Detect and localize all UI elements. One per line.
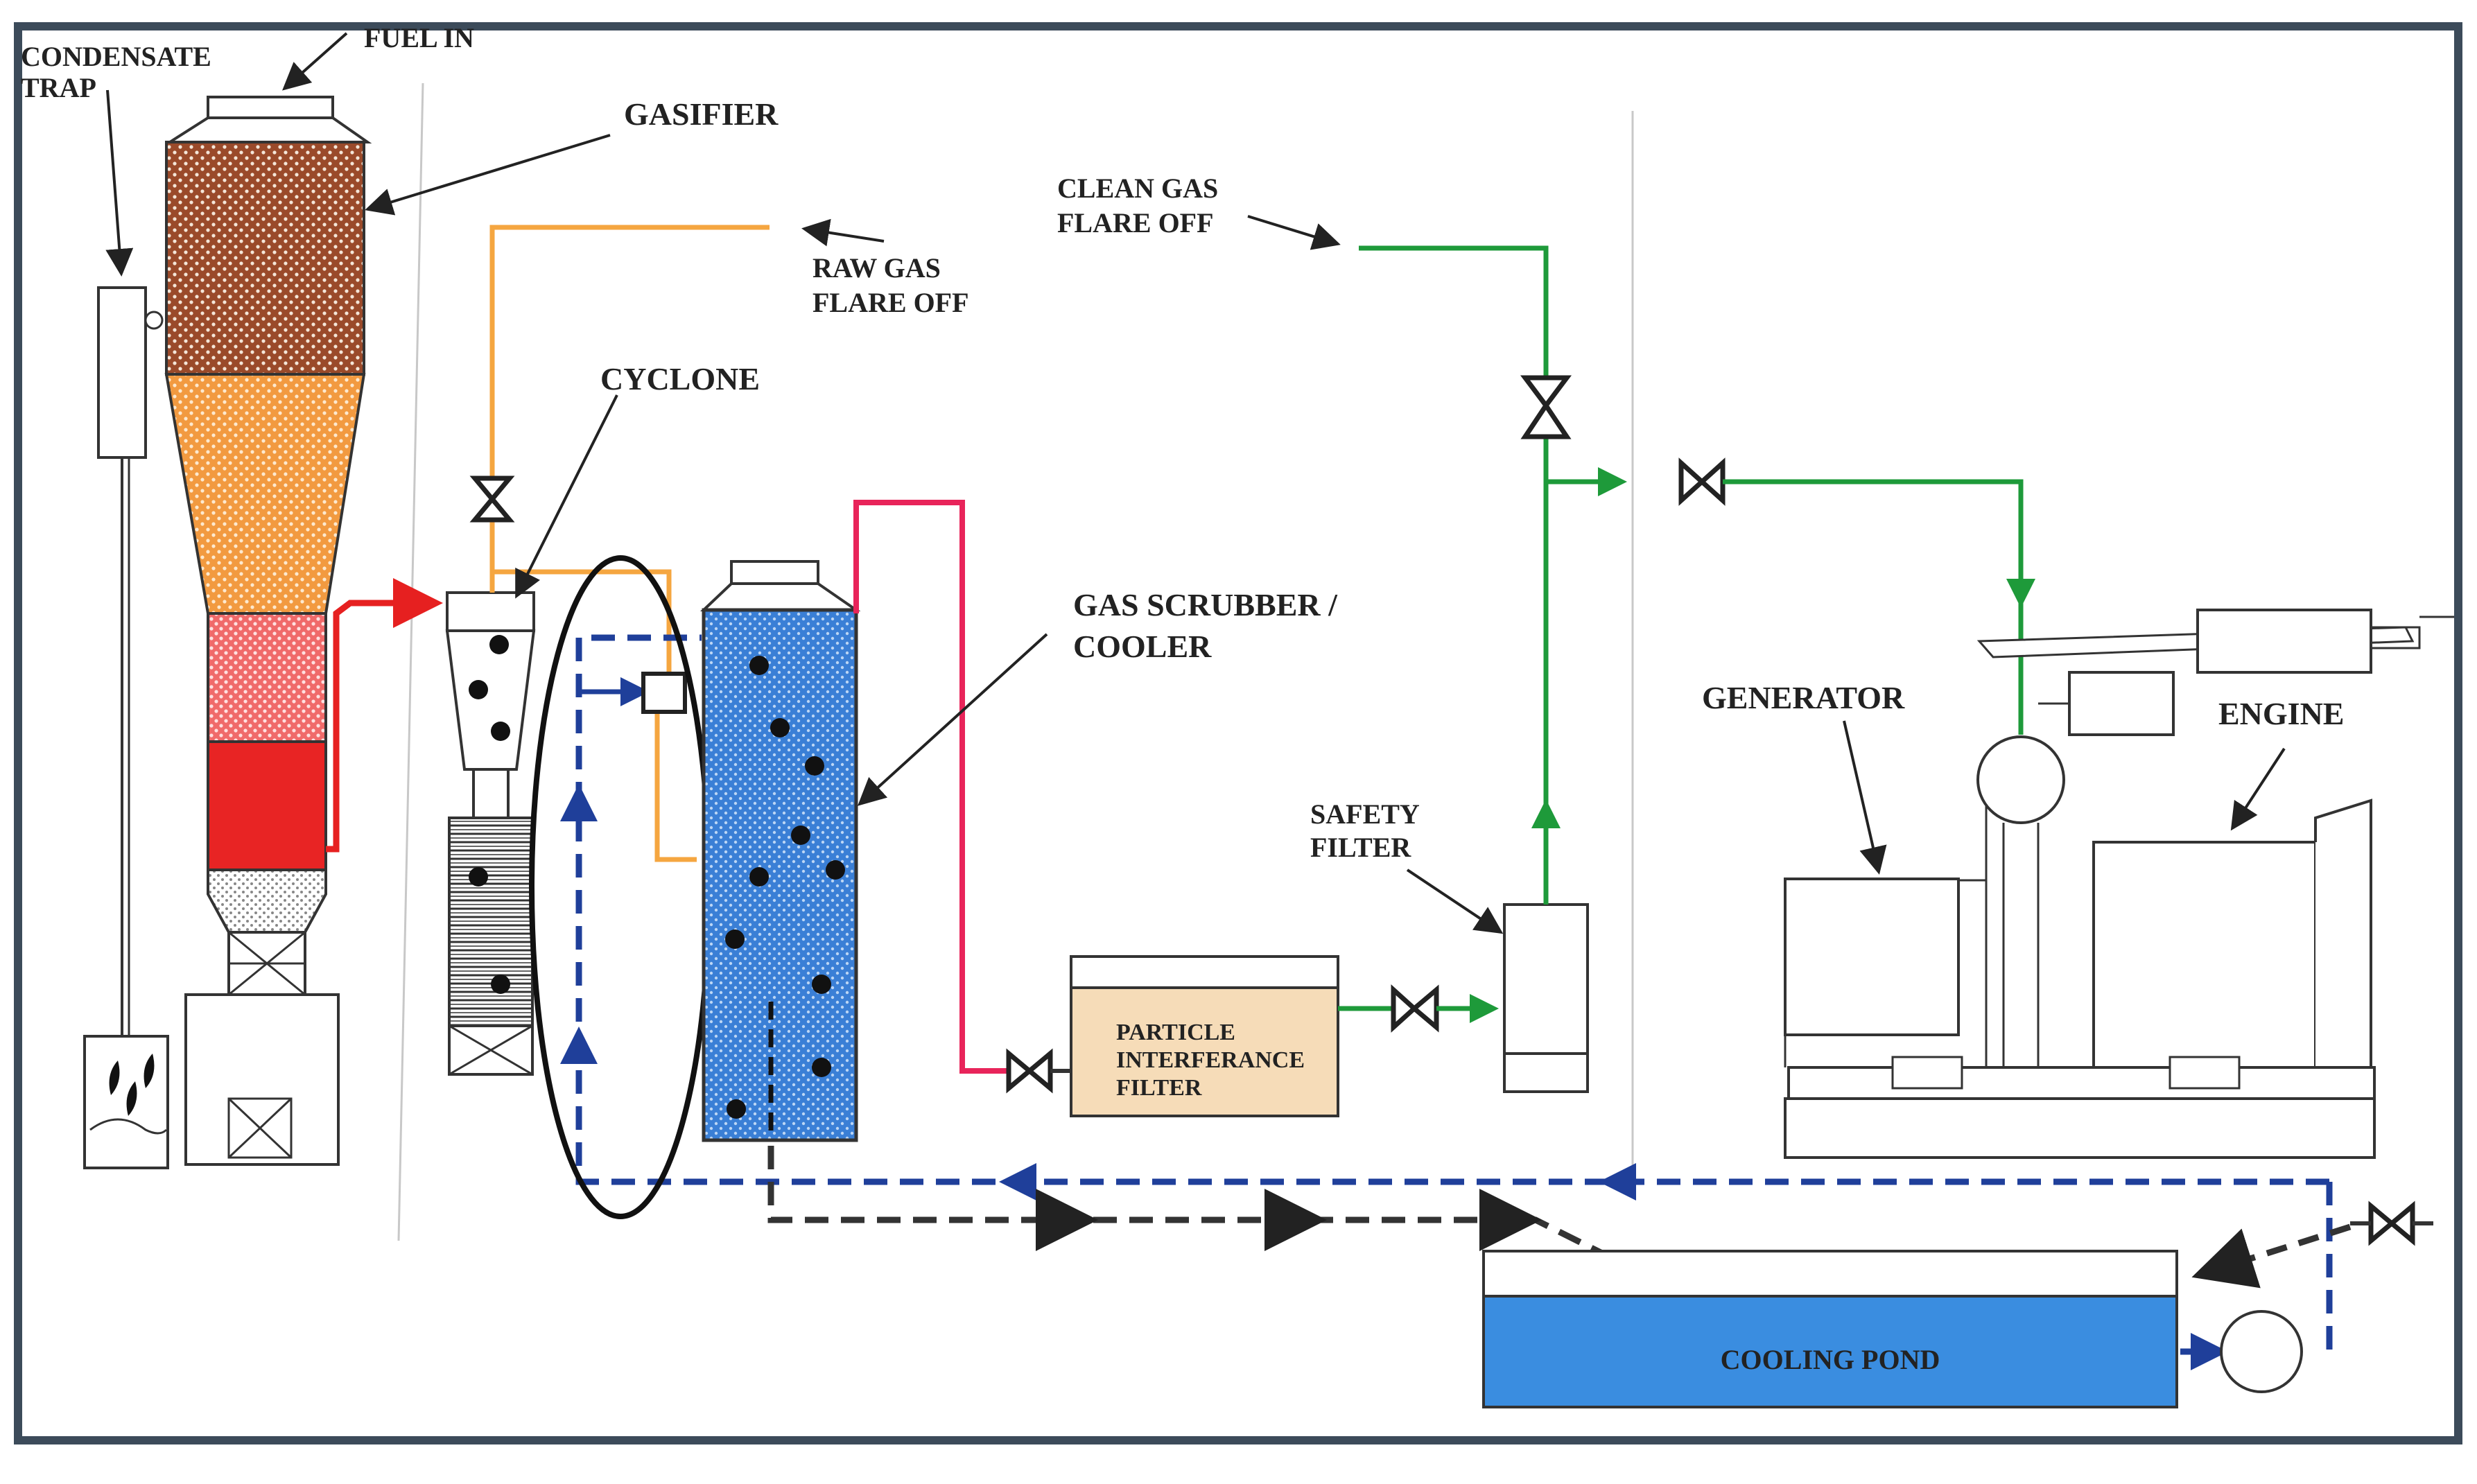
engine-generator-set bbox=[1784, 609, 2454, 1159]
section-divider bbox=[397, 82, 424, 1241]
label-raw-gas-flare-off: FLARE OFF bbox=[812, 287, 969, 318]
cooling-line-valve[interactable] bbox=[2350, 1201, 2433, 1246]
particle-interferance-filter bbox=[1070, 955, 1339, 1117]
engine-supply-line-2 bbox=[1723, 479, 2035, 608]
label-gas-scrubber: GAS SCRUBBER / bbox=[1073, 587, 1338, 622]
gasifier-pyrolysis-zone bbox=[164, 373, 366, 615]
raw-gas-flare-line bbox=[489, 225, 770, 593]
leader-line bbox=[801, 218, 885, 247]
label-raw-gas-flare-off: RAW GAS bbox=[812, 252, 941, 283]
label-generator: GENERATOR bbox=[1702, 680, 1905, 715]
scrubbed-gas-line bbox=[853, 500, 1009, 1074]
gasifier-oxidation-zone bbox=[207, 612, 327, 743]
leader-line bbox=[282, 32, 348, 91]
safety-filter-valve[interactable] bbox=[1391, 984, 1439, 1033]
label-clean-gas-flare-off: FLARE OFF bbox=[1057, 207, 1214, 238]
label-particle-filter: FILTER bbox=[1116, 1075, 1202, 1101]
label-gas-scrubber: COOLER bbox=[1073, 629, 1212, 664]
circulation-pump bbox=[2220, 1310, 2303, 1393]
label-particle-filter: PARTICLE bbox=[1116, 1020, 1235, 1045]
label-cyclone: CYCLONE bbox=[600, 361, 760, 396]
cooling-pond bbox=[1482, 1250, 2178, 1408]
label-fuel-in: FUEL IN bbox=[364, 22, 474, 53]
clean-gas-flare-valve[interactable] bbox=[1520, 375, 1572, 439]
gas-scrubber bbox=[699, 560, 861, 1142]
leader-line bbox=[105, 89, 134, 277]
label-safety-filter: FILTER bbox=[1310, 832, 1411, 863]
engine-supply-valve[interactable] bbox=[1678, 457, 1726, 506]
clean-gas-riser bbox=[1359, 245, 1549, 905]
gasifier-reduction-zone bbox=[207, 740, 327, 871]
gasifier-ash-zone bbox=[207, 868, 327, 934]
label-gasifier: GASIFIER bbox=[624, 96, 779, 132]
leader-line bbox=[515, 394, 618, 599]
label-engine: ENGINE bbox=[2218, 696, 2344, 731]
gasifier bbox=[164, 96, 372, 1166]
diagram-frame bbox=[14, 22, 2462, 1444]
hot-gas-line bbox=[326, 578, 443, 853]
label-particle-filter: INTERFERANCE bbox=[1116, 1047, 1305, 1073]
label-condensate-trap: TRAP bbox=[21, 72, 96, 103]
label-condensate-trap: CONDENSATE bbox=[21, 41, 211, 72]
cooling-return-line bbox=[2191, 1223, 2352, 1289]
leader-line bbox=[365, 134, 611, 216]
leader-line bbox=[1406, 868, 1504, 934]
highlight-ellipse bbox=[529, 555, 712, 1219]
gasifier-drying-zone bbox=[165, 141, 365, 376]
cooling-water-supply-line bbox=[575, 634, 2329, 1185]
condensate-trap bbox=[83, 286, 169, 1169]
filter-inlet-valve[interactable] bbox=[1006, 1048, 1071, 1094]
leader-line bbox=[1247, 215, 1341, 250]
water-spray-nozzle bbox=[641, 672, 687, 714]
pond-return-line bbox=[2319, 1182, 2333, 1355]
label-cooling-pond: COOLING POND bbox=[1721, 1344, 1940, 1375]
leader-line bbox=[858, 633, 1048, 806]
raw-gas-valve[interactable] bbox=[469, 475, 515, 523]
cyclone bbox=[445, 591, 536, 1076]
leader-line bbox=[1843, 720, 1887, 875]
label-safety-filter: SAFETY bbox=[1310, 798, 1420, 830]
safety-filter bbox=[1503, 903, 1589, 1093]
leader-line bbox=[2230, 747, 2286, 831]
label-clean-gas-flare-off: CLEAN GAS bbox=[1057, 173, 1218, 204]
